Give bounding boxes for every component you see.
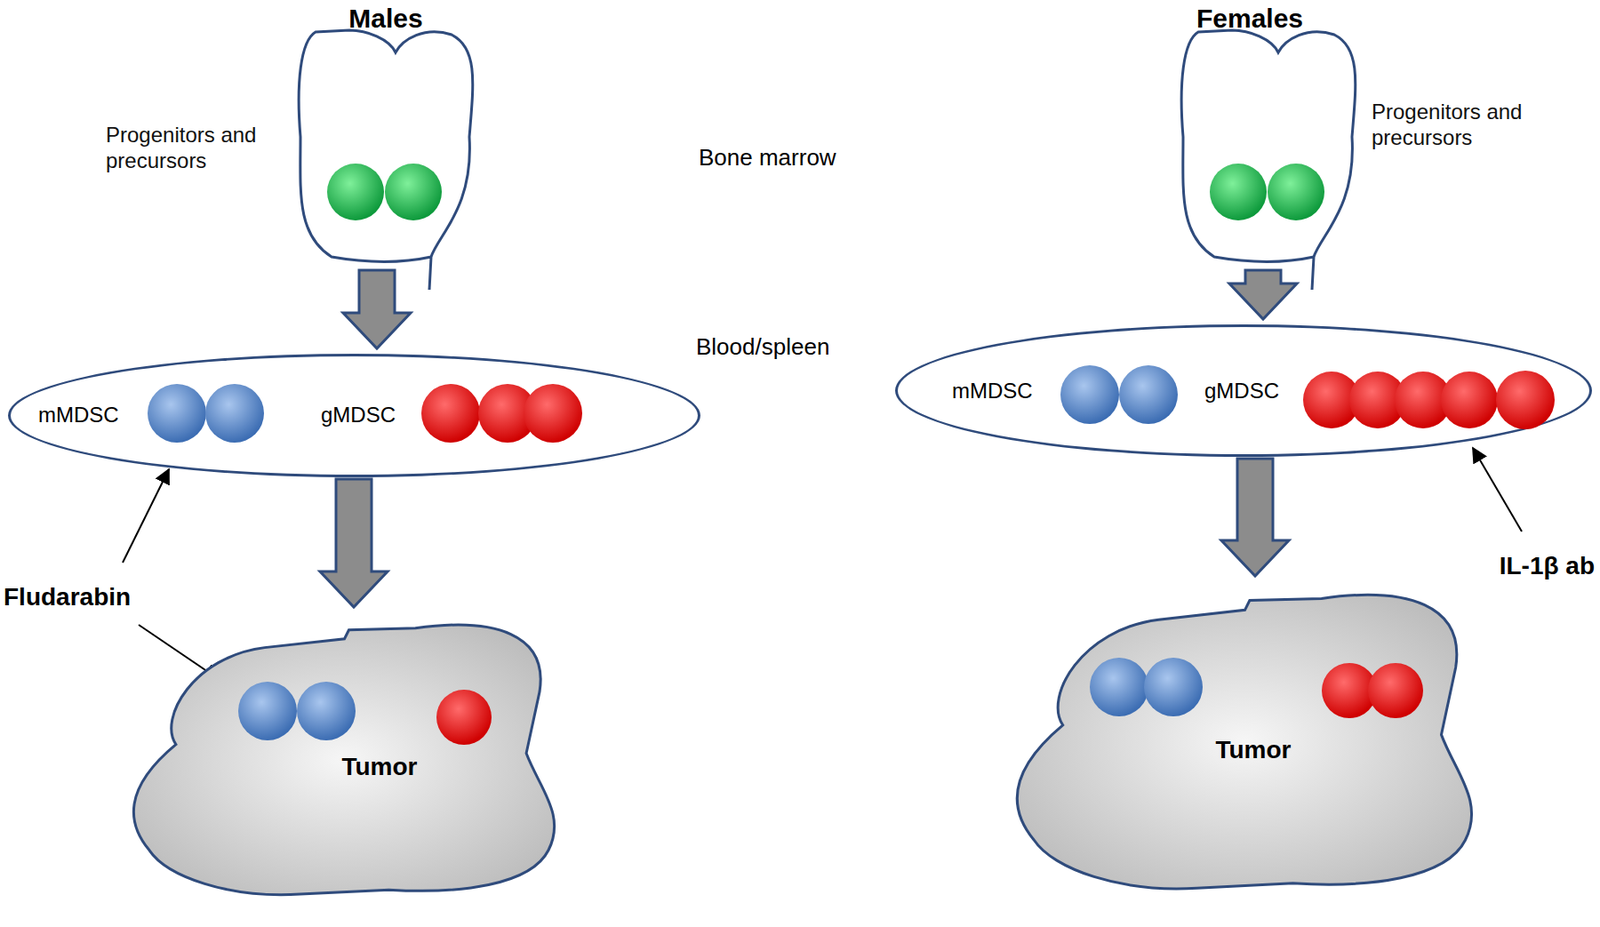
cell-type-label: gMDSC — [320, 402, 396, 428]
cell-circle — [1089, 657, 1149, 717]
cell-type-label: gMDSC — [1204, 378, 1280, 404]
flow-arrow — [1229, 270, 1297, 320]
cell-circle — [327, 163, 384, 221]
shape-outline — [1178, 30, 1363, 291]
tumor-shape: Tumor — [1005, 581, 1485, 898]
cell-circle — [296, 681, 356, 741]
cell-circle — [1267, 163, 1325, 221]
cell-circles — [1178, 30, 1363, 291]
cell-circle — [147, 384, 207, 443]
shape-outline — [296, 30, 480, 291]
outline-path — [1016, 594, 1472, 889]
cell-circle — [421, 384, 480, 443]
tumor-shape: Tumor — [122, 612, 567, 904]
cell-circle — [1060, 365, 1120, 424]
flow-arrow — [320, 479, 388, 608]
blood-spleen-oval: mMDSC gMDSC — [8, 353, 701, 478]
cell-circle — [384, 163, 442, 221]
compartment-label: Blood/spleen — [696, 333, 830, 361]
blood-spleen-oval: mMDSC gMDSC — [895, 324, 1592, 457]
cell-circle — [1119, 365, 1178, 424]
leader-line — [122, 469, 169, 563]
bone-marrow-shape: Progenitors and precursors — [1178, 30, 1363, 291]
outline-path — [298, 30, 473, 290]
cell-circle — [1368, 663, 1424, 719]
cell-source-label: Progenitors and precursors — [105, 122, 284, 175]
cell-type-label: mMDSC — [38, 402, 120, 428]
cell-circle — [1144, 657, 1203, 717]
cell-circles — [296, 30, 480, 291]
cell-circle — [1440, 371, 1498, 429]
cell-circle — [436, 689, 492, 745]
tumor-label: Tumor — [1215, 736, 1291, 765]
tumor-label: Tumor — [341, 752, 417, 782]
cell-type-label: mMDSC — [952, 378, 1033, 404]
outline-path — [1181, 30, 1356, 290]
panel-title: Males — [348, 3, 423, 34]
drug-label: Fludarabin — [3, 583, 131, 612]
cell-circle — [1209, 163, 1267, 221]
panel-title: Females — [1196, 3, 1304, 34]
compartment-label: Bone marrow — [698, 144, 837, 172]
cell-circle — [238, 681, 297, 741]
leader-line — [1472, 448, 1522, 532]
cell-circle — [205, 384, 264, 443]
drug-label: IL-1β ab — [1499, 552, 1595, 581]
outline-path — [133, 624, 554, 896]
cell-source-label: Progenitors and precursors — [1371, 99, 1559, 152]
flow-arrow — [1221, 458, 1289, 576]
bone-marrow-shape: Progenitors and precursors — [296, 30, 480, 291]
cell-circle — [1496, 370, 1555, 430]
cell-circle — [523, 384, 583, 443]
flow-arrow — [343, 270, 411, 349]
